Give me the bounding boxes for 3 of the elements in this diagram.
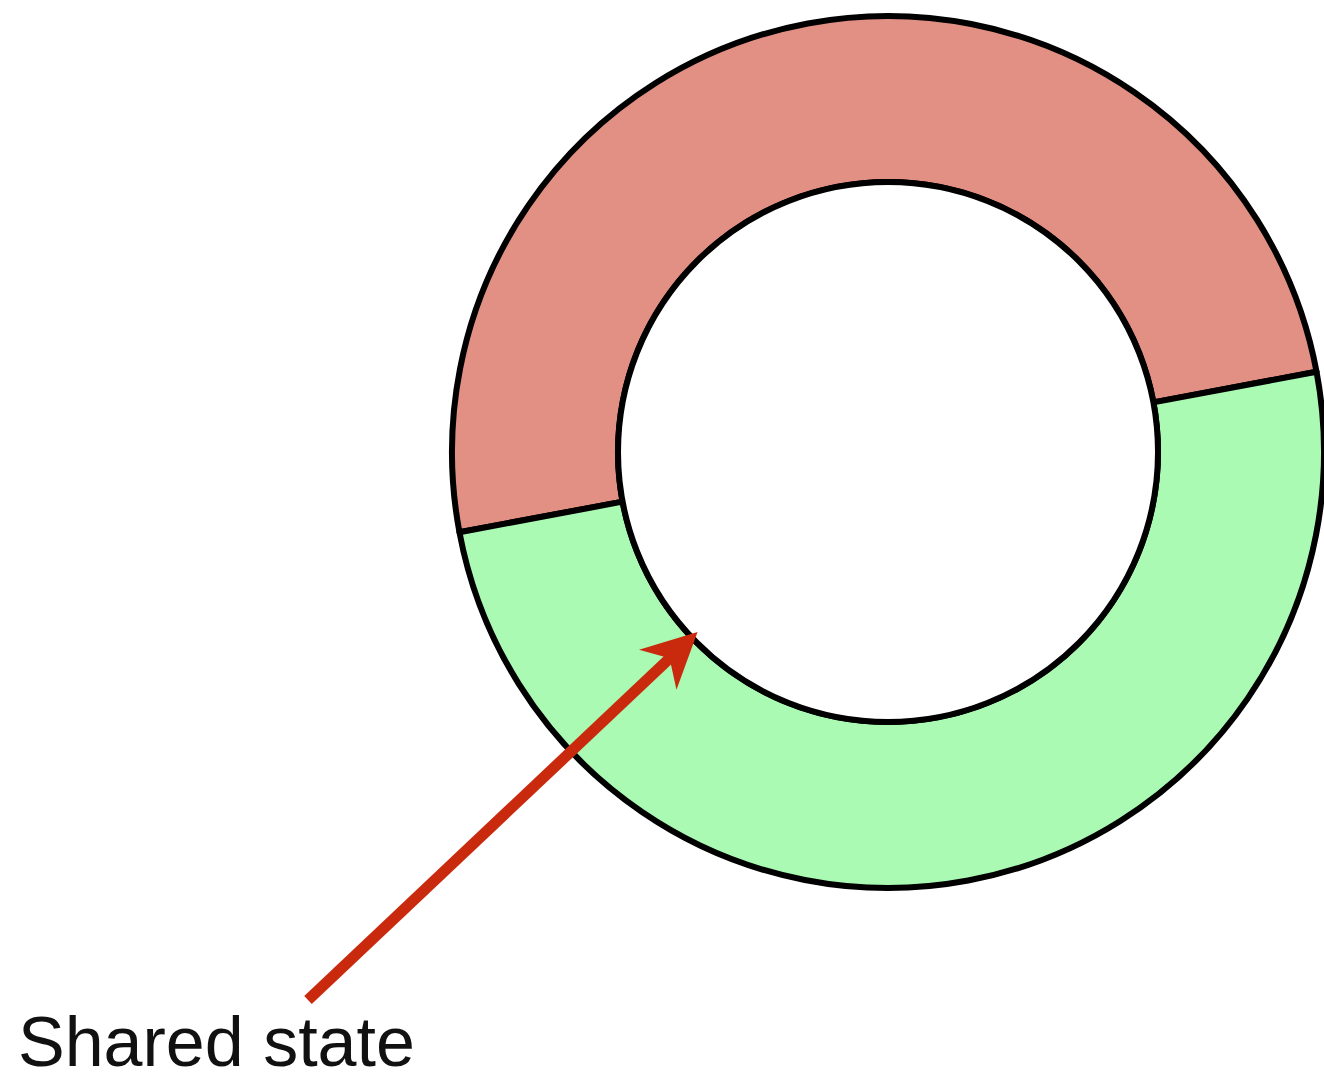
arrow bbox=[304, 631, 698, 1004]
callout-text: Shared state bbox=[18, 1000, 415, 1084]
inner-circle bbox=[615, 179, 1161, 725]
